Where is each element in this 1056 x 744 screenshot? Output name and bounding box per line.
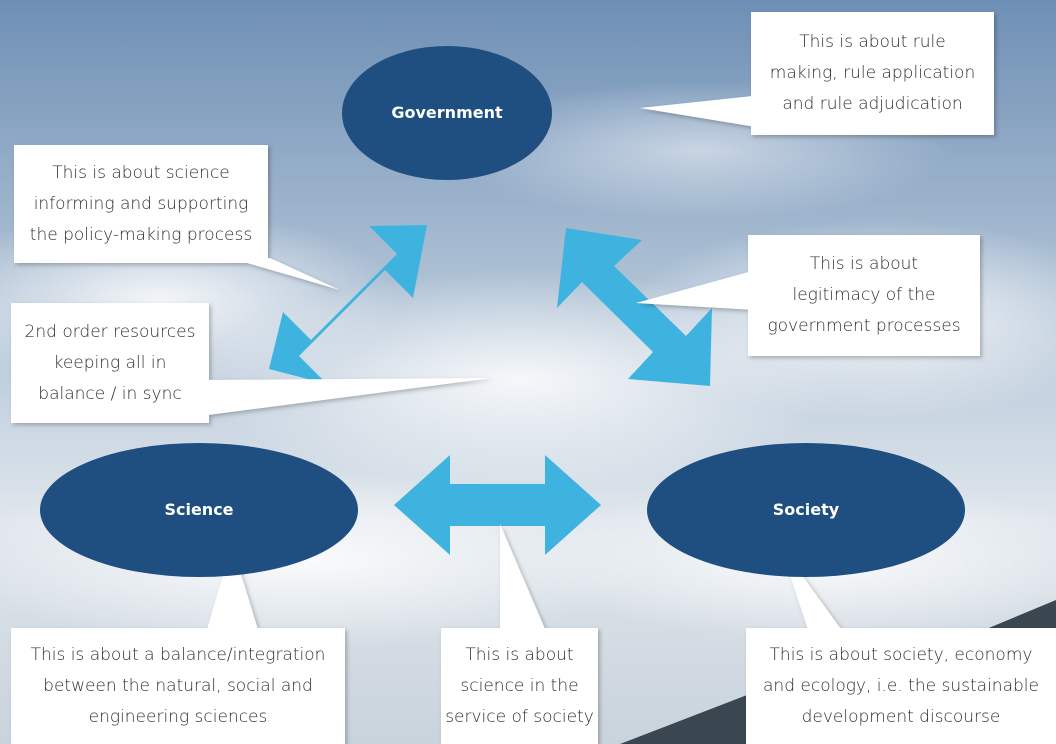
callout-legitimacy (636, 235, 980, 356)
node-society (647, 443, 965, 577)
arrow-science-society (394, 455, 601, 555)
callout-science-informing (14, 145, 340, 290)
callout-science-service (441, 524, 598, 744)
arrow-government-science (269, 225, 427, 384)
arrow-government-society (557, 228, 712, 386)
callout-balance-integration (11, 545, 345, 744)
callout-second-order (11, 303, 492, 423)
node-science (40, 443, 358, 577)
node-government (342, 46, 552, 180)
callout-rule-making (640, 12, 994, 135)
callout-society-economy (746, 545, 1056, 744)
